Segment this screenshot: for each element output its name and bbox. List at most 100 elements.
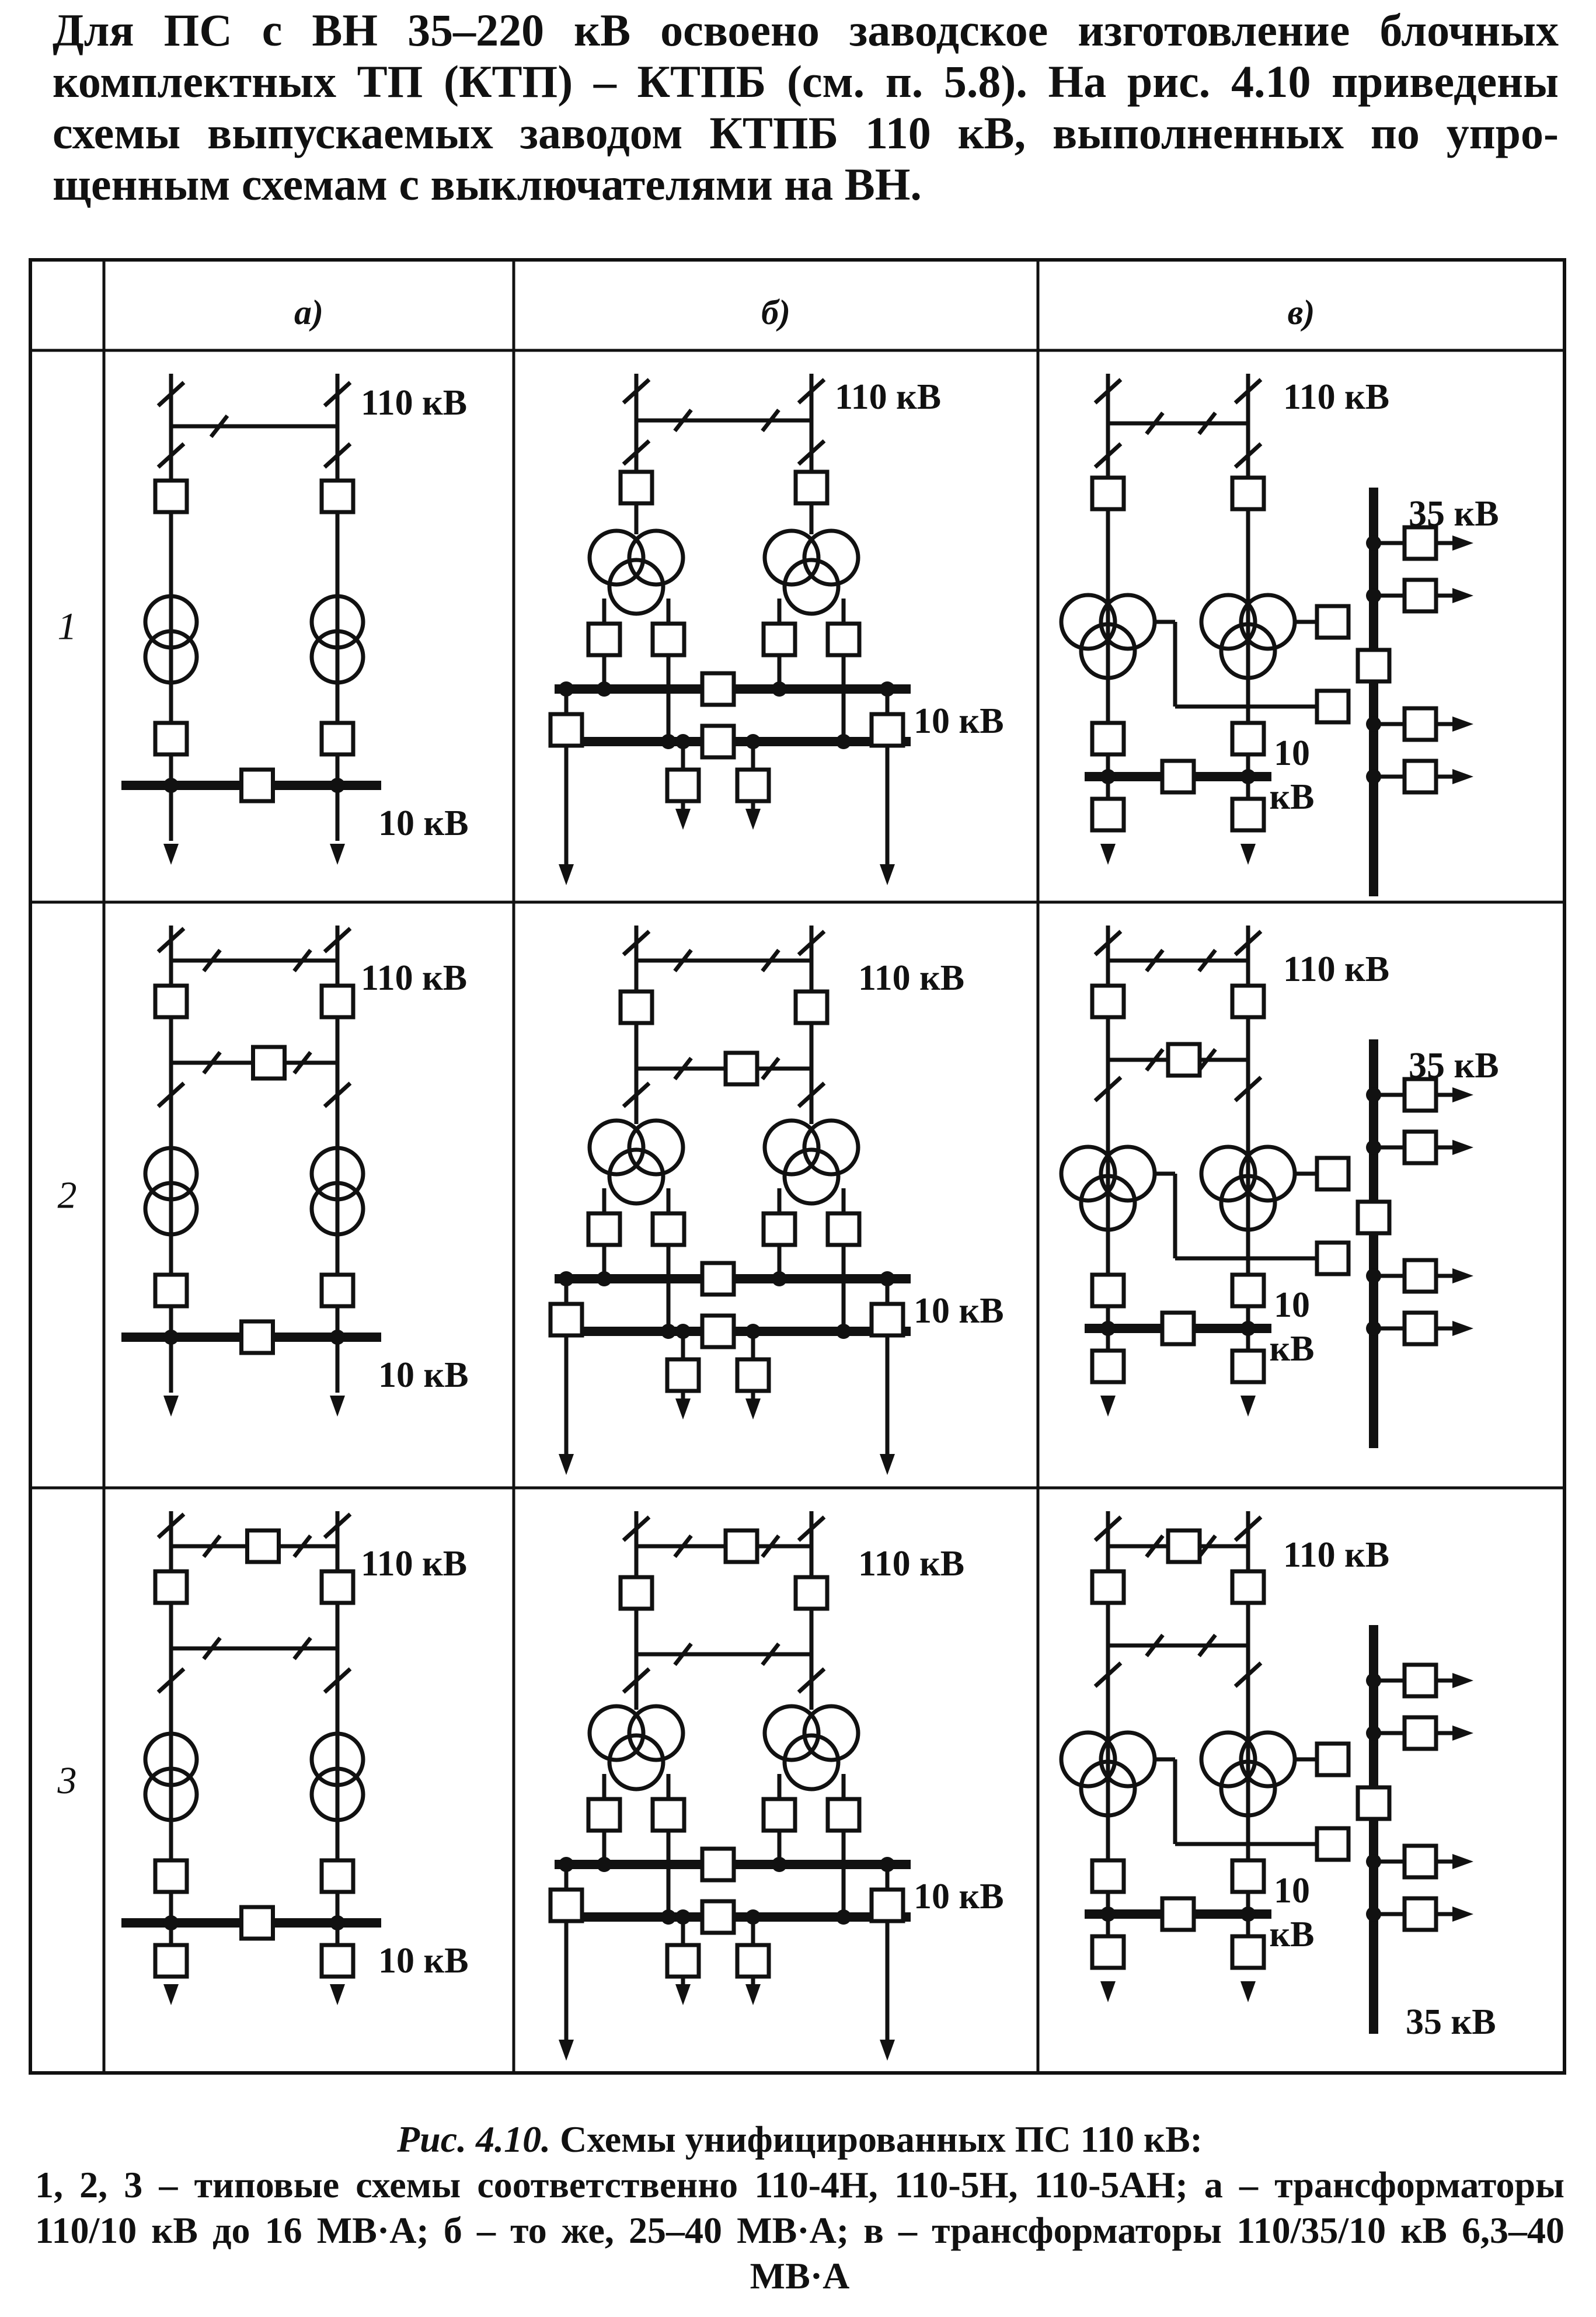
- junction-dot: [745, 1909, 761, 1925]
- wire: [156, 1667, 186, 1694]
- wire: [761, 948, 780, 973]
- junction-dot: [559, 681, 574, 697]
- breaker: [1090, 983, 1126, 1020]
- junction-dot: [661, 1909, 676, 1925]
- breaker: [1230, 1569, 1266, 1605]
- label: 110 кВ: [361, 1544, 467, 1584]
- winding-circle: [607, 1147, 665, 1206]
- wire: [1233, 1515, 1263, 1542]
- wire: [323, 381, 352, 408]
- breaker: [153, 1858, 189, 1894]
- table-border: [29, 258, 1566, 2075]
- arrow-right-icon: [1452, 535, 1473, 551]
- wire: [673, 1642, 693, 1667]
- wire: [761, 408, 780, 433]
- breaker: [665, 1943, 701, 1979]
- wire: [1145, 1048, 1165, 1072]
- junction-dot: [330, 1915, 345, 1930]
- wire: [1145, 1633, 1165, 1658]
- junction-dot: [675, 1324, 691, 1339]
- wire: [1233, 930, 1263, 956]
- label: 10 кВ: [378, 1941, 469, 1981]
- winding-circle: [1079, 1174, 1137, 1232]
- breaker: [793, 1575, 830, 1611]
- junction-dot: [880, 681, 895, 697]
- junction-dot: [880, 1271, 895, 1286]
- label: 35 кВ: [1406, 2002, 1496, 2042]
- wire: [797, 439, 826, 466]
- three-winding-transformer-icon: [1199, 593, 1297, 680]
- wire: [673, 1534, 693, 1558]
- arrow-down-icon: [675, 1984, 691, 2005]
- row-label-1: 1: [58, 606, 77, 648]
- wire: [673, 408, 693, 433]
- caption-title: Рис. 4.10. Схемы унифицированных ПС 110 …: [35, 2117, 1564, 2162]
- breaker: [735, 1943, 771, 1979]
- breaker: [153, 721, 189, 757]
- breaker: [548, 712, 584, 748]
- arrow-right-icon: [1452, 1321, 1473, 1336]
- arrow-down-icon: [675, 809, 691, 830]
- winding-circle: [143, 594, 199, 650]
- breaker: [1160, 759, 1196, 795]
- winding-circle: [1059, 1730, 1117, 1789]
- breaker: [1166, 1042, 1202, 1078]
- winding-circle: [587, 528, 646, 587]
- wire: [156, 442, 186, 469]
- label: 10 кВ: [378, 803, 469, 843]
- breaker: [1090, 1348, 1126, 1384]
- winding-circle: [1079, 1759, 1137, 1818]
- breaker: [1090, 721, 1126, 757]
- breaker: [650, 1211, 687, 1247]
- wire: [1197, 1534, 1217, 1558]
- arrow-right-icon: [1452, 769, 1473, 784]
- label: 10 кВ: [378, 1355, 469, 1395]
- label: кВ: [1269, 1329, 1314, 1369]
- wire: [797, 1515, 826, 1542]
- breaker: [239, 1319, 275, 1355]
- wire: [1197, 411, 1217, 436]
- junction-dot: [163, 1330, 179, 1345]
- breaker: [761, 621, 797, 657]
- breaker: [1402, 1896, 1438, 1932]
- breaker: [153, 478, 189, 514]
- breaker: [319, 1943, 356, 1979]
- breaker: [319, 1569, 356, 1605]
- junction-dot: [559, 1271, 574, 1286]
- arrow-down-icon: [745, 809, 761, 830]
- winding-circle: [782, 558, 841, 616]
- winding-circle: [1199, 1730, 1257, 1789]
- winding-circle: [627, 1118, 685, 1177]
- label: 110 кВ: [858, 1544, 964, 1584]
- two-winding-transformer-icon: [309, 1146, 365, 1237]
- arrow-right-icon: [1452, 1854, 1473, 1869]
- breaker: [1402, 1662, 1438, 1699]
- wire: [1093, 378, 1123, 405]
- breaker: [700, 1313, 736, 1349]
- breaker: [1315, 604, 1351, 640]
- wire: [323, 1512, 352, 1539]
- wire: [202, 1636, 222, 1661]
- label: 10: [1274, 733, 1310, 773]
- breaker: [700, 1846, 736, 1883]
- winding-circle: [143, 1731, 199, 1787]
- breaker: [319, 983, 356, 1020]
- column-header-1: а): [294, 293, 323, 332]
- winding-circle: [1219, 622, 1277, 680]
- breaker: [1355, 648, 1392, 684]
- breaker: [153, 1569, 189, 1605]
- breaker: [548, 1302, 584, 1338]
- junction-dot: [836, 1324, 851, 1339]
- row-label-3: 3: [57, 1759, 77, 1802]
- three-winding-transformer-icon: [762, 1704, 860, 1791]
- scheme-a-row-3: 110 кВ 10 кВ: [121, 1511, 469, 2005]
- arrow-down-icon: [1100, 1396, 1116, 1417]
- junction-dot: [559, 1857, 574, 1872]
- wire: [323, 1667, 352, 1694]
- wire: [673, 1056, 693, 1081]
